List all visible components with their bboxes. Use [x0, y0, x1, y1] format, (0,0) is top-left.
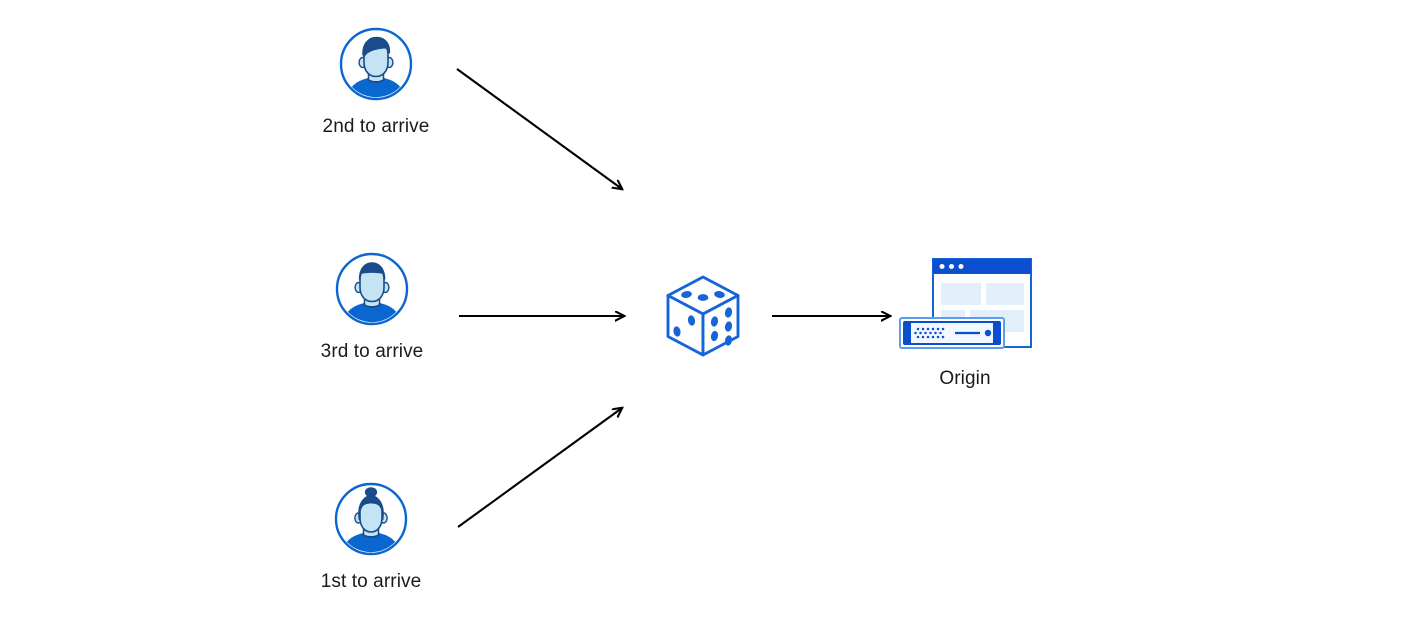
client-label-third: 3rd to arrive: [320, 341, 424, 362]
server-appliance-icon: [899, 317, 1005, 349]
randomizer-node: [657, 270, 749, 362]
client-node-third: 3rd to arrive: [299, 252, 445, 364]
user-avatar-female-icon: [334, 482, 408, 556]
arrow-second-to-dice: [456, 68, 622, 189]
client-label-second: 2nd to arrive: [322, 116, 430, 137]
user-avatar-male-icon: [335, 252, 409, 326]
origin-node: Origin: [895, 255, 1035, 391]
client-label-first: 1st to arrive: [320, 571, 422, 592]
client-node-first: 1st to arrive: [298, 482, 444, 594]
origin-label: Origin: [939, 368, 991, 389]
arrow-first-to-dice: [457, 408, 622, 528]
user-avatar-male-icon: [339, 27, 413, 101]
client-node-second: 2nd to arrive: [303, 27, 449, 139]
origin-server-browser-icon: [895, 255, 1035, 359]
dice-icon: [657, 270, 749, 362]
